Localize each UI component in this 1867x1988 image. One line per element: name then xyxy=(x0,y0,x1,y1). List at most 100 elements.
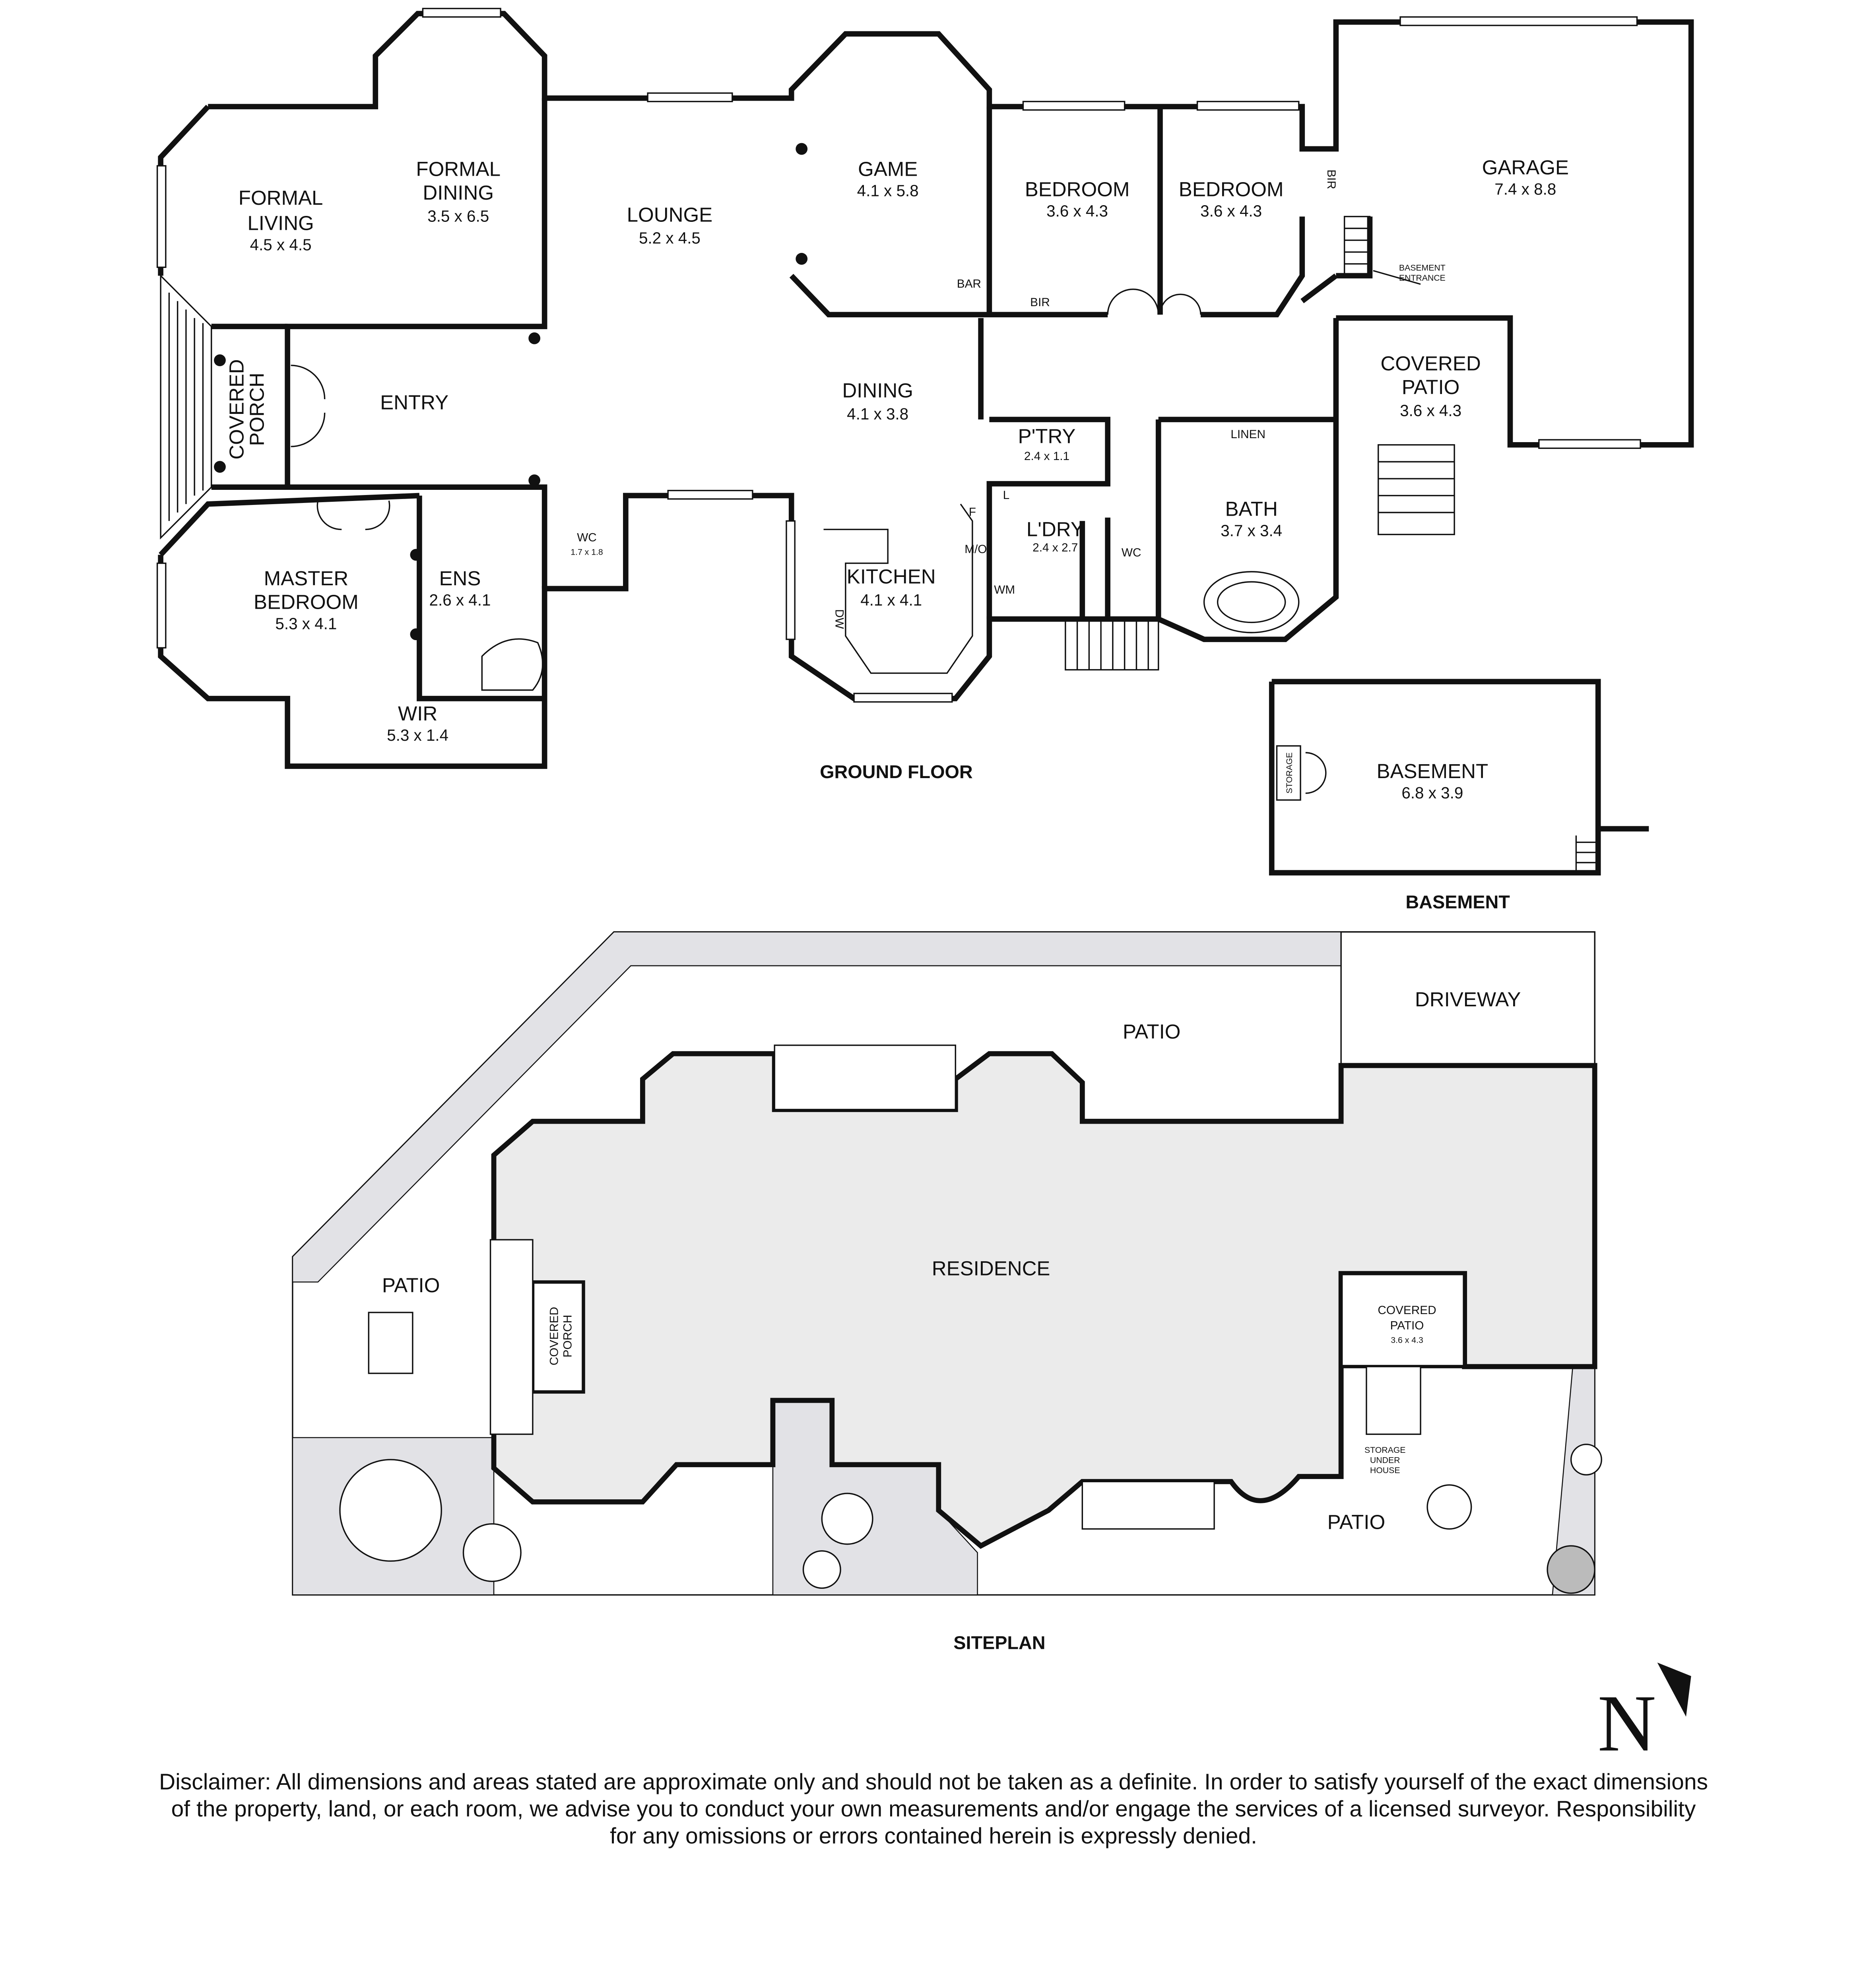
room-name: GARAGE xyxy=(1482,156,1569,179)
disclaimer: Disclaimer: All dimensions and areas sta… xyxy=(159,1769,1708,1848)
disclaimer-line: for any omissions or errors contained he… xyxy=(610,1823,1257,1849)
porch-stairs xyxy=(160,274,212,540)
fixture-label: LINEN xyxy=(1230,428,1265,441)
room-name: BATH xyxy=(1225,497,1278,520)
fixture-label: WM xyxy=(994,583,1015,596)
site-label: DRIVEWAY xyxy=(1415,988,1521,1011)
room-dimensions: 1.7 x 1.8 xyxy=(571,547,603,557)
siteplan-title: SITEPLAN xyxy=(953,1632,1045,1653)
fixture-label: BASEMENT xyxy=(1399,263,1446,273)
site-label: PATIO xyxy=(1390,1319,1424,1332)
tree-icon xyxy=(821,1493,873,1545)
fixture-label: BAR xyxy=(957,277,981,290)
room-dimensions: 3.5 x 6.5 xyxy=(427,207,489,225)
window xyxy=(1022,101,1126,111)
window xyxy=(853,693,953,703)
door-swing xyxy=(291,365,326,447)
room-name: BEDROOM xyxy=(254,590,359,613)
room-dimensions: 4.1 x 4.1 xyxy=(860,591,922,609)
site-label: PATIO xyxy=(382,1274,440,1297)
interior-wall xyxy=(285,98,547,589)
room-name: KITCHEN xyxy=(847,565,936,588)
window xyxy=(1399,16,1638,26)
room-name: DINING xyxy=(842,379,913,402)
storage xyxy=(1276,745,1301,801)
room-dimensions: 7.4 x 8.8 xyxy=(1494,180,1556,198)
room-dimensions: 2.4 x 2.7 xyxy=(1032,541,1078,554)
column xyxy=(214,461,226,473)
basement-title: BASEMENT xyxy=(1405,891,1510,912)
disclaimer-line: Disclaimer: All dimensions and areas sta… xyxy=(159,1769,1708,1794)
room-name: L'DRY xyxy=(1027,518,1084,541)
site-label: PORCH xyxy=(561,1315,574,1357)
interior-wall xyxy=(417,495,545,701)
site-label: STORAGE xyxy=(1364,1445,1406,1455)
north-arrow-icon: N xyxy=(1597,1662,1691,1769)
room-dimensions: 4.1 x 5.8 xyxy=(857,182,919,200)
north-letter: N xyxy=(1597,1679,1656,1769)
room-name: WIR xyxy=(398,702,437,725)
siteplan: PATIO DRIVEWAY PATIO RESIDENCE COVERED P… xyxy=(292,931,1602,1653)
room-name: ENS xyxy=(439,567,481,590)
window xyxy=(786,520,796,640)
room-dimensions: 3.6 x 4.3 xyxy=(1200,202,1262,220)
window xyxy=(667,489,753,500)
room-name: LOUNGE xyxy=(627,203,713,226)
exterior-wall xyxy=(208,11,1694,448)
room-name: P'TRY xyxy=(1018,425,1076,448)
site-label: HOUSE xyxy=(1370,1466,1400,1475)
door-swing xyxy=(1305,752,1327,794)
room-name: BEDROOM xyxy=(1025,178,1130,201)
room-name: FORMAL xyxy=(416,158,501,181)
bathtub-icon xyxy=(1217,581,1286,623)
room-name: BEDROOM xyxy=(1179,178,1284,201)
column xyxy=(528,332,541,344)
fixture-label: M/O xyxy=(965,543,987,556)
stairs xyxy=(1575,835,1598,873)
basement-plan: STORAGE BASEMENT 6.8 x 3.9 BASEMENT xyxy=(1269,679,1649,912)
room-name: WC xyxy=(577,531,597,544)
room-name: COVERED xyxy=(1380,352,1481,375)
room-dimensions: 3.6 x 4.3 xyxy=(1046,202,1108,220)
room-name: COVERED xyxy=(225,359,248,459)
fixture-label: BIR xyxy=(1030,296,1050,309)
driveway-area xyxy=(1340,931,1595,1065)
window xyxy=(1538,439,1641,449)
column xyxy=(528,474,541,487)
room-dimensions: 4.1 x 3.8 xyxy=(847,405,908,423)
site-label: UNDER xyxy=(1370,1456,1400,1465)
ground-floor-plan: FORMAL LIVING 4.5 x 4.5 FORMAL DINING 3.… xyxy=(156,8,1694,782)
tree-icon xyxy=(802,1550,841,1589)
window xyxy=(156,165,167,268)
room-dimensions: 5.3 x 4.1 xyxy=(275,614,337,633)
tree-icon xyxy=(339,1459,442,1562)
room-name: LIVING xyxy=(247,212,314,235)
stairs xyxy=(1081,1481,1215,1530)
kitchen-bench xyxy=(823,503,973,674)
site-label: PATIO xyxy=(1327,1510,1386,1533)
site-label: COVERED xyxy=(1378,1304,1436,1317)
stairs xyxy=(489,1239,534,1435)
fixture-label: BIR xyxy=(1325,169,1338,189)
window xyxy=(422,8,501,18)
stairs xyxy=(774,1044,956,1110)
fixture-label: L xyxy=(1003,489,1010,502)
column xyxy=(796,143,808,155)
room-dimensions: 2.6 x 4.1 xyxy=(429,591,491,609)
interior-wall xyxy=(986,417,1336,619)
fixture-label: ENTRANCE xyxy=(1399,273,1446,283)
residence-footprint xyxy=(491,1051,1597,1549)
column xyxy=(410,628,422,641)
stairs xyxy=(1366,1366,1421,1435)
window xyxy=(1196,101,1300,111)
room-dimensions: 2.4 x 1.1 xyxy=(1024,450,1069,463)
column xyxy=(214,354,226,367)
floor-plan: FORMAL LIVING 4.5 x 4.5 FORMAL DINING 3.… xyxy=(156,8,1708,1849)
room-dimensions: 3.7 x 3.4 xyxy=(1221,522,1282,540)
storage-label: STORAGE xyxy=(1285,752,1294,794)
patio-stairs xyxy=(1378,444,1455,535)
patio-feature xyxy=(368,1312,413,1374)
interior-wall xyxy=(1300,216,1373,303)
round-table xyxy=(1426,1484,1472,1530)
window xyxy=(156,562,167,648)
